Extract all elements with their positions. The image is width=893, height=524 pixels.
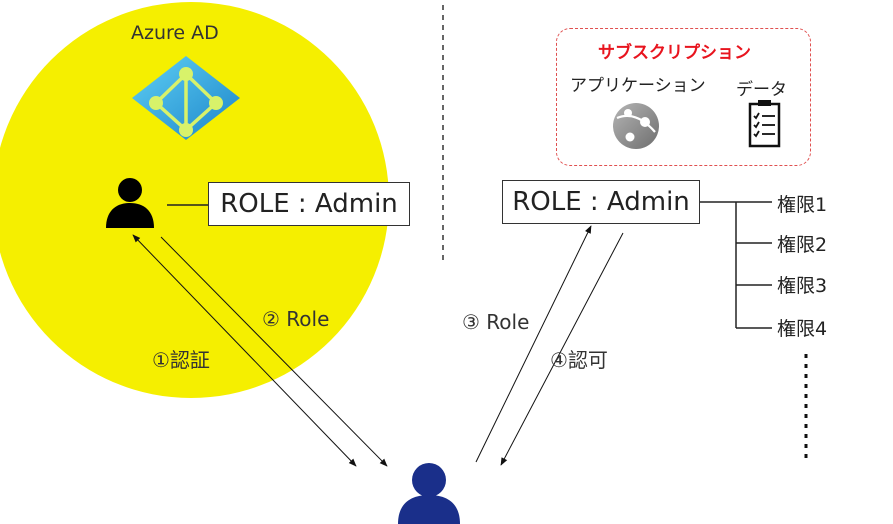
permission-tree [700,201,772,329]
permission-item: 権限2 [777,234,828,256]
step-authorize-label: ④認可 [550,348,608,372]
admin-user-icon [106,178,154,228]
role-admin-box-left: ROLE : Admin [208,182,410,226]
authorize-arrow [500,232,624,466]
azure-ad-icon [132,56,240,140]
step-authenticate-label: ①認証 [152,348,210,372]
checklist-icon [748,100,781,148]
role-arrow-up [475,225,592,463]
azure-ad-label: Azure AD [131,22,219,44]
step-role-label-left: ② Role [262,307,330,331]
role-arrow-down [160,236,388,467]
client-user-icon [398,463,460,524]
subscription-box [556,28,811,166]
application-label: アプリケーション [570,76,706,96]
data-label: データ [736,80,787,100]
step-role-label-right: ③ Role [462,310,530,334]
subscription-title: サブスクリプション [598,43,751,63]
permission-item: 権限1 [777,194,828,216]
permission-item: 権限3 [777,275,828,297]
role-admin-box-right: ROLE : Admin [502,180,700,224]
auth-arrow [132,234,357,467]
app-service-icon [613,103,659,149]
permission-item: 権限4 [777,318,828,340]
